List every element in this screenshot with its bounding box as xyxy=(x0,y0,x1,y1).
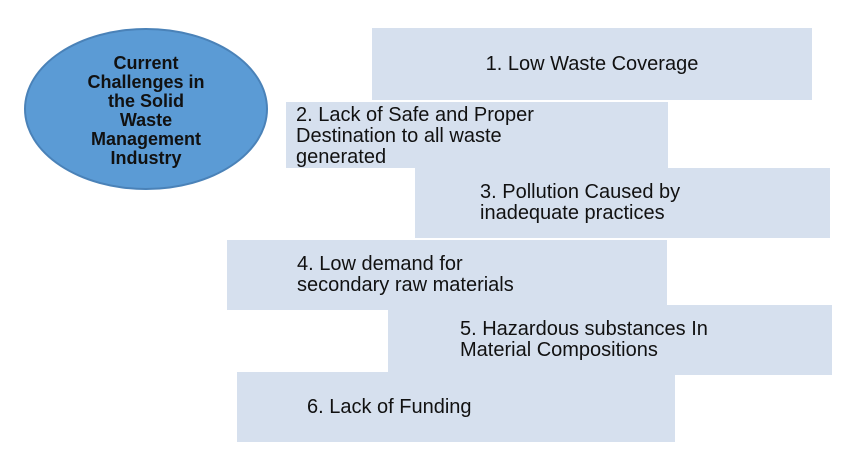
challenge-box-6: 6. Lack of Funding xyxy=(237,372,675,442)
challenge-box-2: 2. Lack of Safe and Proper Destination t… xyxy=(286,102,668,168)
challenge-label-6: 6. Lack of Funding xyxy=(307,395,472,418)
challenge-label-5: 5. Hazardous substances In Material Comp… xyxy=(460,318,708,361)
center-title: Current Challenges in the Solid Waste Ma… xyxy=(87,53,205,168)
challenge-box-5: 5. Hazardous substances In Material Comp… xyxy=(388,305,832,375)
challenge-label-1: 1. Low Waste Coverage xyxy=(485,52,699,75)
challenge-label-3: 3. Pollution Caused by inadequate practi… xyxy=(480,181,681,224)
challenge-box-4: 4. Low demand for secondary raw material… xyxy=(227,240,667,310)
challenge-label-2: 2. Lack of Safe and Proper Destination t… xyxy=(296,103,534,168)
center-circle: Current Challenges in the Solid Waste Ma… xyxy=(24,28,268,190)
challenge-label-4: 4. Low demand for secondary raw material… xyxy=(297,253,514,296)
challenge-box-3: 3. Pollution Caused by inadequate practi… xyxy=(415,168,830,238)
challenge-box-1: 1. Low Waste Coverage xyxy=(372,28,812,100)
